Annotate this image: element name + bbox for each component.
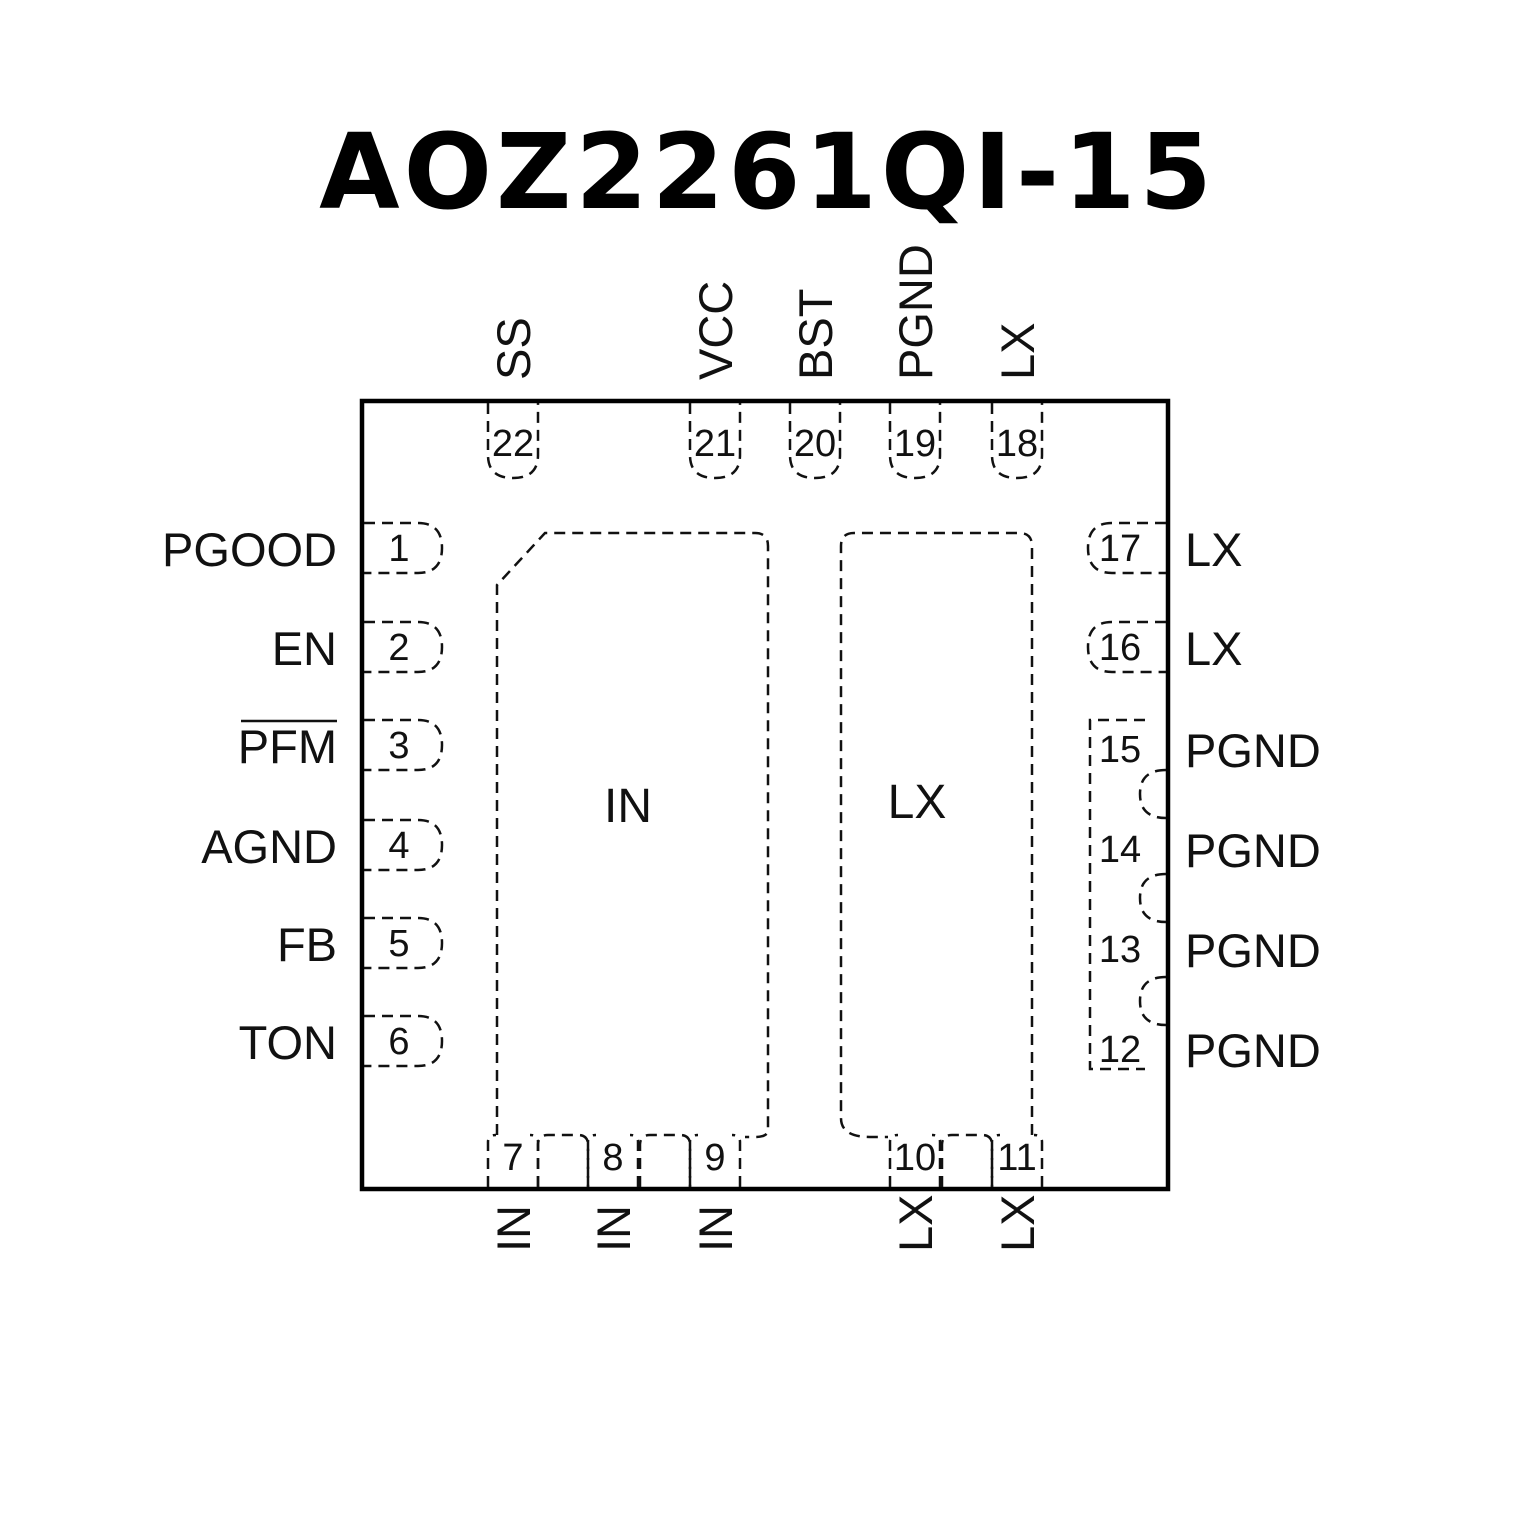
pin-label-en: EN (272, 622, 337, 675)
pin-19-pad (888, 403, 942, 480)
pin-number: 4 (388, 825, 409, 867)
pin-number: 17 (1099, 528, 1141, 570)
pin-label-pgnd: PGND (1185, 1024, 1321, 1077)
pin-number: 1 (388, 528, 409, 570)
pin-label-pgood: PGOOD (162, 523, 337, 576)
pin-label-lx: LX (991, 1195, 1044, 1253)
pin-number: 21 (694, 423, 736, 465)
pin-number: 18 (996, 423, 1038, 465)
pin-label-in: IN (487, 1205, 540, 1252)
pin-16-pad (1086, 620, 1166, 674)
pin-number: 9 (704, 1137, 725, 1179)
pin-3-pad (364, 718, 444, 772)
lx-exposed-pad (839, 531, 1034, 1139)
pin-number: 10 (894, 1137, 936, 1179)
pin-label-pgnd: PGND (1185, 724, 1321, 777)
pin-number: 11 (997, 1137, 1036, 1179)
pin-label-lx: LX (1185, 523, 1243, 576)
pad-notch (1138, 768, 1167, 820)
pin-label-lx: LX (1185, 622, 1243, 675)
pin-number: 12 (1099, 1029, 1141, 1071)
pin-number: 5 (388, 923, 409, 965)
pad-notch (1138, 975, 1167, 1027)
pad-extension (536, 1133, 590, 1187)
part-number-title: AOZ2261QI-15 (319, 111, 1216, 233)
pin-number: 19 (894, 423, 936, 465)
pin-label-ss: SS (487, 317, 540, 380)
pin-label-in: IN (587, 1205, 640, 1252)
pin-18-pad (990, 403, 1044, 480)
lx-pad-label: LX (888, 776, 947, 829)
pin-label-ton: TON (239, 1016, 337, 1069)
pin-number: 6 (388, 1021, 409, 1063)
pin-5-pad (364, 916, 444, 970)
pin-number: 3 (388, 725, 409, 767)
pin-9-pad (688, 1133, 742, 1187)
pin-11-pad (990, 1133, 1044, 1187)
pin-number: 8 (602, 1137, 623, 1179)
pad-notch (1138, 872, 1167, 924)
pad-extension (638, 1133, 692, 1187)
pin-label-pgnd: PGND (1185, 924, 1321, 977)
pin-number: 2 (388, 627, 409, 669)
pin-number: 16 (1099, 627, 1141, 669)
pin-1-pad (364, 521, 444, 575)
pin-label-agnd: AGND (201, 820, 337, 873)
pin-label-fb: FB (277, 918, 337, 971)
pin-number: 7 (502, 1137, 523, 1179)
pin-label-lx: LX (991, 323, 1044, 381)
pin-4-pad (364, 818, 444, 872)
pin-8-pad (586, 1133, 640, 1187)
pin-number: 14 (1099, 829, 1141, 871)
pin-label-lx: LX (889, 1195, 942, 1253)
pin-number: 15 (1099, 729, 1141, 771)
in-pad-label: IN (604, 780, 652, 833)
pin-21-pad (688, 403, 742, 480)
pin-17-pad (1086, 521, 1166, 575)
pin-number: 13 (1099, 929, 1141, 971)
pin-label-pfm: PFM (238, 720, 337, 773)
pin-2-pad (364, 620, 444, 674)
pin-label-pgnd: PGND (1185, 824, 1321, 877)
pin-22-pad (486, 403, 540, 480)
pad-extension (940, 1133, 994, 1187)
pin-6-pad (364, 1014, 444, 1068)
pin-number: 20 (794, 423, 836, 465)
pin-label-bst: BST (789, 289, 842, 380)
package-outline (359, 398, 1171, 1192)
pgnd-merged-pad (1088, 718, 1145, 1071)
pin-number: 22 (492, 423, 534, 465)
pin-label-in: IN (689, 1205, 742, 1252)
pin-10-pad (888, 1133, 942, 1187)
pin-label-vcc: VCC (689, 281, 742, 380)
pin-20-pad (788, 403, 842, 480)
pin-label-pgnd: PGND (889, 244, 942, 380)
in-exposed-pad (495, 531, 770, 1139)
